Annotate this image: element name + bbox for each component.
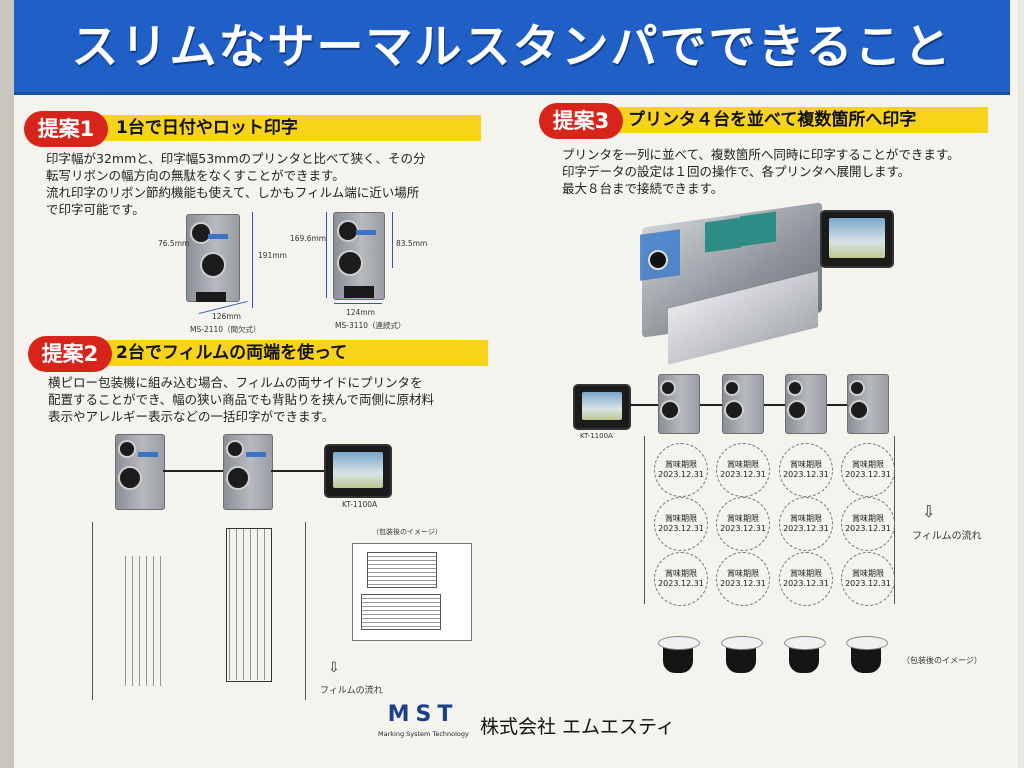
cup-4	[846, 636, 888, 674]
dim-label-76: 76.5mm	[158, 239, 190, 248]
dim-label-124: 124mm	[346, 308, 375, 317]
controller-kt1100a-machine	[820, 210, 894, 268]
dim-height-line	[252, 212, 253, 308]
film-edge-left	[92, 522, 93, 700]
section1-heading: 1台で日付やロット印字	[86, 115, 481, 141]
film-print-block-left	[122, 556, 166, 686]
logo-text: MST	[387, 702, 459, 727]
cup-2	[721, 636, 763, 674]
poster-title: スリムなサーマルスタンパでできること	[71, 20, 953, 75]
company-name: 株式会社 エムエスティ	[480, 716, 675, 738]
section2-heading-text: 2台でフィルムの両端を使って	[116, 343, 348, 363]
dim-label-191: 191mm	[258, 251, 287, 260]
flow-label: フィルムの流れ	[320, 686, 383, 696]
dim-label-83: 83.5mm	[396, 239, 428, 248]
film-print-block-right	[226, 528, 270, 680]
after-packaging-label: （包装後のイメージ）	[902, 656, 982, 665]
after-packaging-label: （包装後のイメージ）	[372, 528, 442, 536]
film-print-frame	[226, 528, 272, 682]
section2-heading: 2台でフィルムの両端を使って	[86, 340, 488, 366]
section2-badge: 提案2	[28, 336, 112, 372]
dim-width-line	[334, 303, 382, 304]
cable	[163, 470, 223, 472]
flow-label: フィルムの流れ	[912, 531, 982, 542]
model-label-ms2110: MS-2110（間欠式）	[190, 325, 261, 334]
cable	[271, 470, 325, 472]
model-label-ms3110: MS-3110（連続式）	[335, 321, 406, 330]
section1-badge: 提案1	[24, 111, 108, 147]
section3-heading: プリンタ４台を並べて複数箇所へ印字	[594, 107, 988, 133]
controller-label: KT-1100A	[580, 432, 613, 440]
section3-heading-text: プリンタ４台を並べて複数箇所へ印字	[628, 110, 917, 130]
section1-line: で印字可能です。	[46, 202, 145, 217]
film-edge-left	[644, 436, 645, 604]
controller-kt1100a-right	[573, 384, 631, 430]
section1-line: 流れ印字のリボン節約機能も使えて、しかもフィルム端に近い場所	[46, 185, 420, 200]
logo-subtitle: Marking System Technology	[378, 730, 469, 738]
section1-line: 転写リボンの幅方向の無駄をなくすことができます。	[46, 168, 345, 183]
section2-line: 配置することができ、幅の狭い商品でも背貼りを挟んで両側に原材料	[48, 392, 435, 407]
section1-line: 印字幅が32mmと、印字幅53mmのプリンタと比べて狭く、その分	[46, 151, 426, 166]
section2-line: 表示やアレルギー表示などの一括印字ができます。	[48, 409, 335, 424]
cup-3	[784, 636, 826, 674]
section3-line: 印字データの設定は１回の操作で、各プリンタへ展開します。	[562, 164, 911, 179]
section3-badge: 提案3	[539, 103, 623, 139]
film-edge-right	[305, 522, 306, 700]
section3-line: プリンタを一列に並べて、複数箇所へ同時に印字することができます。	[562, 147, 960, 162]
section1-heading-text: 1台で日付やロット印字	[116, 118, 298, 138]
section3-line: 最大８台まで接続できます。	[562, 181, 724, 196]
dim-height-line	[326, 212, 327, 298]
controller-label: KT-1100A	[342, 500, 378, 509]
dim-label-126: 126mm	[212, 312, 241, 321]
header-banner: スリムなサーマルスタンパでできること	[14, 0, 1010, 95]
right-edge	[1018, 0, 1024, 768]
controller-kt1100a-left	[324, 444, 392, 498]
dim-label-169: 169.6mm	[290, 234, 327, 243]
package-image-left	[352, 543, 472, 641]
dim-height-line	[392, 212, 393, 268]
company-logo: MST Marking System Technology	[378, 702, 469, 738]
section2-line: 横ピロー包装機に組み込む場合、フィルムの両サイドにプリンタを	[48, 375, 423, 390]
cup-1	[658, 636, 700, 674]
flow-arrow: ⇩	[328, 660, 340, 676]
flow-arrow: ⇩	[922, 502, 936, 521]
